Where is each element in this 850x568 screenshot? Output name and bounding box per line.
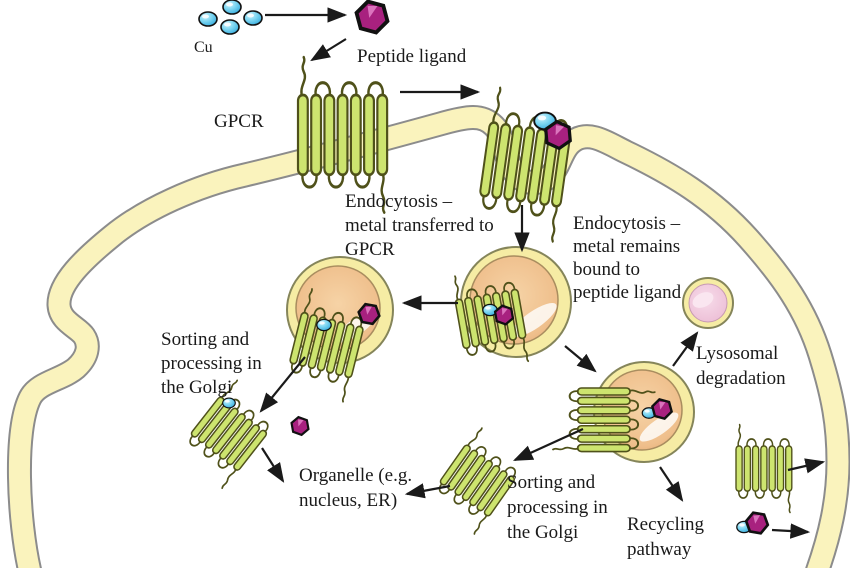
endocytosis-remains-line1: Endocytosis – — [573, 213, 681, 234]
recycling-label: Recycling pathway — [627, 514, 705, 560]
sorting-left-line1: Sorting and — [161, 329, 250, 350]
arrow-to-golgi-left — [259, 356, 306, 413]
pathway-arrows — [259, 7, 826, 539]
endocytosis-transferred-label: Endocytosis – metal transferred to GPCR — [345, 191, 494, 260]
arrow-to-recycling — [659, 466, 684, 502]
cu-label: Cu — [194, 39, 213, 56]
sorting-mid-line1: Sorting and — [507, 472, 596, 493]
endocytosis-remains-line3: bound to — [573, 259, 640, 280]
lysosomal-line2: degradation — [696, 368, 786, 389]
sorting-mid-line3: the Golgi — [507, 522, 578, 543]
copper-ion-icon — [220, 19, 240, 35]
lysosomal-label: Lysosomal degradation — [696, 343, 786, 389]
recycling-line1: Recycling — [627, 514, 705, 535]
organelle-label: Organelle (e.g. nucleus, ER) — [299, 465, 412, 511]
arrow-to-golgi-mid — [512, 427, 584, 462]
arrow-to-sorting-endosome — [564, 345, 597, 373]
sorting-mid-line2: processing in — [507, 497, 608, 518]
endocytosis-transferred-line3: GPCR — [345, 239, 395, 260]
lysosome — [682, 277, 734, 329]
arrow-complex-to-membrane — [771, 523, 811, 539]
copper-ion-cluster — [198, 0, 263, 35]
arrow-to-organelle — [261, 447, 285, 483]
peptide-ligand-icon — [351, 0, 393, 37]
gpcr-label: GPCR — [214, 111, 264, 132]
free-peptide-icon — [287, 414, 313, 438]
sorting-left-line2: processing in — [161, 353, 262, 374]
sorting-left-line3: the Golgi — [161, 377, 232, 398]
sorting-golgi-left-label: Sorting and processing in the Golgi — [161, 329, 262, 398]
endocytosis-remains-line2: metal remains — [573, 236, 680, 257]
arrow-receptor-to-membrane — [787, 458, 826, 474]
organelle-line2: nucleus, ER) — [299, 490, 397, 511]
gpcr-receptor-icon — [296, 55, 389, 214]
metal-on-gpcr-icon — [316, 318, 332, 332]
plasma-membrane — [7, 105, 850, 568]
arrow-ligand-to-gpcr — [310, 38, 347, 62]
endocytosis-transferred-line1: Endocytosis – — [345, 191, 453, 212]
recycled-receptor-icon — [735, 423, 793, 514]
arrow-golgi-to-organelle — [404, 483, 451, 499]
golgi-metal-icon — [222, 397, 236, 409]
sorting-golgi-mid-label: Sorting and processing in the Golgi — [507, 472, 608, 543]
endocytosis-transferred-line2: metal transferred to — [345, 215, 494, 236]
endocytosis-remains-label: Endocytosis – metal remains bound to pep… — [573, 213, 682, 303]
recycling-line2: pathway — [627, 539, 692, 560]
copper-ion-icon — [198, 11, 218, 27]
organelle-line1: Organelle (e.g. — [299, 465, 412, 486]
peptide-ligand-label: Peptide ligand — [357, 46, 467, 67]
endocytosis-remains-line4: peptide ligand — [573, 282, 682, 303]
arrow-to-lysosome — [672, 331, 699, 367]
lysosomal-line1: Lysosomal — [696, 343, 778, 364]
copper-ion-icon — [222, 0, 242, 15]
copper-ion-icon — [243, 10, 263, 26]
